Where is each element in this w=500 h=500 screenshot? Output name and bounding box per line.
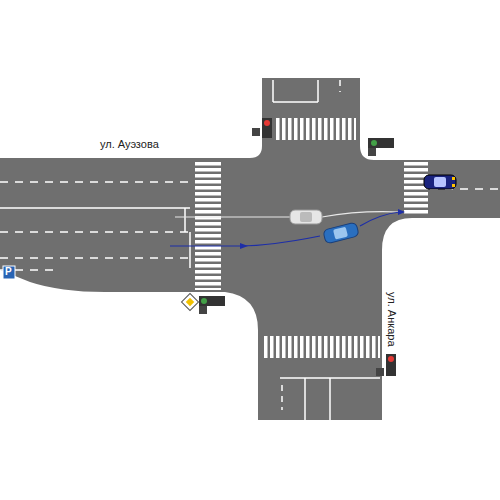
street-name: ул. Ауэзова (100, 138, 159, 150)
street-name: ул. Анкара (386, 292, 398, 347)
parking-sign-letter: P (5, 266, 12, 277)
